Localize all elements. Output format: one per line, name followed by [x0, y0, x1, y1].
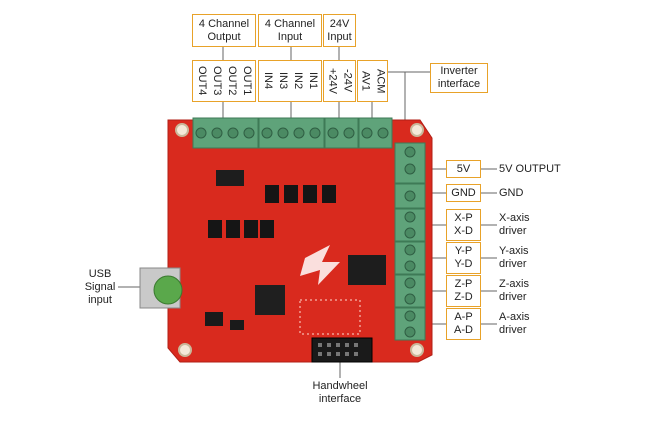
pin-out2: OUT2 — [226, 66, 238, 96]
top-terminal-blocks — [192, 117, 393, 149]
pin-5v-box: 5V — [446, 160, 481, 178]
pin-out4: OUT4 — [196, 66, 208, 96]
pin-in1: IN1 — [307, 72, 319, 90]
pin-out3: OUT3 — [211, 66, 223, 96]
desc-5v-output: 5V OUTPUT — [499, 163, 561, 175]
pin-in4: IN4 — [262, 72, 274, 90]
inverter-interface-label: Inverter interface — [430, 63, 488, 93]
usb-signal-label: USB Signal input — [84, 268, 116, 306]
board-components — [139, 170, 386, 363]
pin-av1: AV1 — [359, 71, 372, 91]
output-group-label: 4 Channel Output — [192, 14, 256, 47]
input-pins-box: IN4 IN3 IN2 IN1 — [258, 60, 322, 102]
pin-in3: IN3 — [277, 72, 289, 90]
mounting-holes — [175, 123, 424, 357]
pin-x-box: X-P X-D — [446, 209, 481, 241]
pin-acm: ACM — [374, 68, 387, 94]
inverter-pins-box: AV1 ACM — [357, 60, 388, 102]
input-group-label: 4 Channel Input — [258, 14, 322, 47]
desc-a-axis: A-axis driver — [499, 311, 530, 336]
pin-y-box: Y-P Y-D — [446, 242, 481, 274]
right-terminal-blocks — [394, 142, 426, 341]
24v-pins-box: +24V -24V — [323, 60, 356, 102]
pin-gnd-box: GND — [446, 184, 481, 202]
desc-y-axis: Y-axis driver — [499, 245, 529, 270]
pin-in2: IN2 — [292, 72, 304, 90]
callout-lines — [118, 47, 497, 378]
pin-out1: OUT1 — [241, 66, 253, 96]
pin-a-box: A-P A-D — [446, 308, 481, 340]
pin-plus24v: +24V — [326, 68, 339, 94]
desc-z-axis: Z-axis driver — [499, 278, 529, 303]
output-pins-box: OUT4 OUT3 OUT2 OUT1 — [192, 60, 256, 102]
handwheel-interface-label: Handwheel interface — [312, 380, 368, 405]
24v-input-group-label: 24V Input — [323, 14, 356, 47]
desc-gnd: GND — [499, 187, 524, 199]
pin-minus24v: -24V — [341, 69, 354, 93]
desc-x-axis: X-axis driver — [499, 212, 530, 237]
pin-z-box: Z-P Z-D — [446, 275, 481, 307]
